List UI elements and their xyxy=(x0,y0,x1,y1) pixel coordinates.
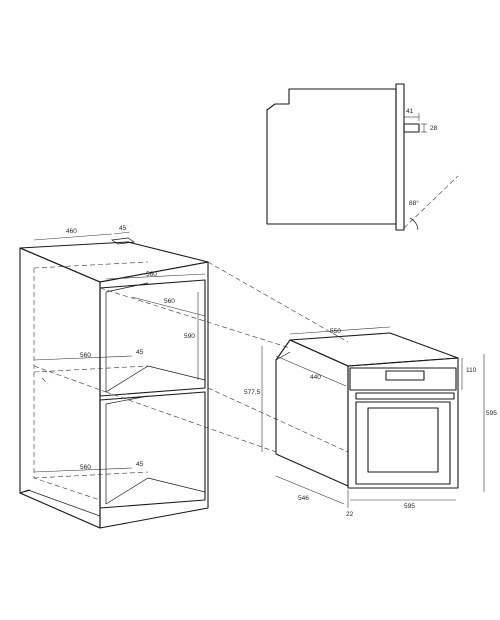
lower-niche-back-edge xyxy=(105,395,149,405)
oven-control-panel xyxy=(349,367,457,391)
projection-lines xyxy=(99,261,349,453)
cabinet: 460 45 560 560 590 560 45 560 45 xyxy=(19,225,209,529)
projection-line-2 xyxy=(99,287,291,349)
upper-niche-floor xyxy=(105,365,206,393)
oven: 550 440 577,5 110 595 546 22 595 xyxy=(244,326,497,518)
inner-depth-top-label: 560 xyxy=(164,298,175,305)
mid-width-label: 560 xyxy=(80,352,91,359)
handle-height-label: 28 xyxy=(430,125,438,132)
oven-base-depth-dim-line xyxy=(275,475,345,505)
projection-line-4 xyxy=(105,391,277,453)
cabinet-top-cutout xyxy=(111,237,135,245)
oven-top-width-dim-line xyxy=(289,326,391,335)
top-depth-label: 460 xyxy=(66,228,77,235)
oven-side-depth-label: 440 xyxy=(310,374,321,381)
inner-width-top-label: 560 xyxy=(146,271,157,278)
inner-depth-top-dim-line xyxy=(131,296,206,317)
upper-niche-opening xyxy=(99,279,206,397)
oven-top-surface xyxy=(289,332,459,367)
cabinet-hidden-shelf-1 xyxy=(33,365,107,393)
side-profile-body xyxy=(266,88,397,225)
cabinet-side-panel xyxy=(19,247,101,529)
bottom-offset-label: 45 xyxy=(136,461,144,468)
oven-side-body xyxy=(275,339,349,487)
oven-total-height-label: 595 xyxy=(486,410,497,417)
oven-panel-height-label: 110 xyxy=(466,367,477,374)
mid-offset-label: 45 xyxy=(136,349,144,356)
niche-height-label: 590 xyxy=(184,333,195,340)
oven-front-gap-label: 22 xyxy=(346,511,354,518)
oven-front-width-label: 595 xyxy=(404,503,415,510)
oven-side-depth-dim-line xyxy=(275,355,347,387)
cabinet-hidden-base xyxy=(33,471,149,479)
oven-top-width-label: 550 xyxy=(330,328,341,335)
oven-window xyxy=(367,407,439,473)
cabinet-hidden-edge-top xyxy=(33,261,149,269)
mid-width-dim-line xyxy=(33,355,133,361)
oven-display xyxy=(385,370,425,381)
door-open-line xyxy=(403,175,459,229)
upper-niche-back-edge xyxy=(105,282,149,293)
side-profile-handle xyxy=(403,123,420,133)
side-profile: 41 28 88° xyxy=(266,83,459,231)
oven-body-height-label: 577,5 xyxy=(244,389,261,396)
flange-depth-label: 41 xyxy=(406,108,414,115)
oven-door-handle xyxy=(355,392,455,400)
door-angle-label: 88° xyxy=(409,199,419,207)
top-offset-label: 45 xyxy=(119,225,127,232)
top-offset-dim-line xyxy=(113,231,131,235)
projection-line-1 xyxy=(207,261,349,343)
cabinet-hidden-shelf-2 xyxy=(33,365,149,373)
cabinet-top-panel xyxy=(19,241,209,283)
oven-front-face xyxy=(347,357,459,489)
cabinet-plinth xyxy=(19,489,101,529)
oven-side-edge xyxy=(275,351,291,361)
door-angle-arc xyxy=(409,217,419,231)
projection-line-3 xyxy=(207,387,349,453)
top-depth-dim-line xyxy=(33,233,113,241)
oven-base-depth-label: 546 xyxy=(298,495,309,502)
bottom-width-dim-line xyxy=(33,467,133,473)
side-profile-front-panel xyxy=(395,83,405,231)
oven-door xyxy=(355,401,451,485)
bottom-width-label: 560 xyxy=(80,464,91,471)
inner-width-top-dim-line xyxy=(105,273,206,280)
lower-niche-opening xyxy=(99,391,206,509)
cabinet-hidden-tick xyxy=(41,377,49,385)
lower-niche-floor xyxy=(105,477,206,505)
